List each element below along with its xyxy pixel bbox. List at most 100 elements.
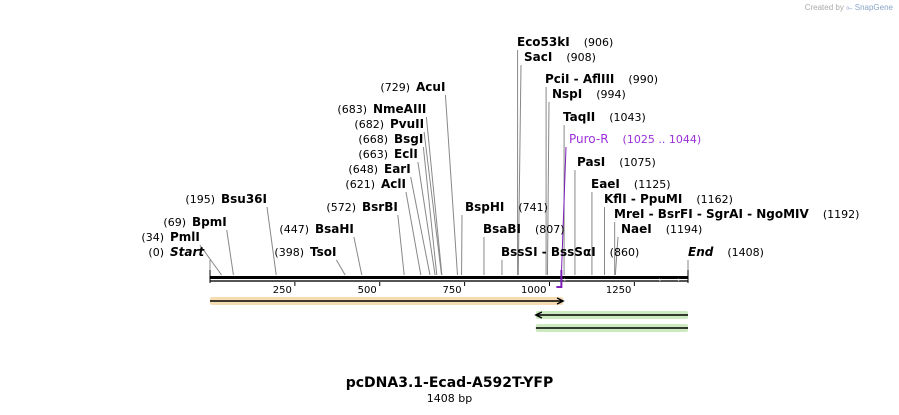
site-label: BspHI (741)	[465, 200, 548, 214]
site-position: (741)	[518, 201, 548, 214]
site-name: Eco53kI	[517, 35, 570, 49]
dna-backbone-top-strand	[210, 276, 688, 279]
site-label: PvuII(682)	[354, 117, 424, 131]
leader-line	[423, 131, 443, 276]
site-position: (908)	[566, 51, 596, 64]
strand-marker-icon: ›	[659, 276, 662, 284]
site-label: End(1408)	[688, 245, 764, 259]
dna-backbone-bottom-strand	[210, 280, 688, 282]
ruler-tick-label: 1000	[521, 285, 546, 296]
site-position: (663)	[358, 148, 388, 161]
ruler-tick-label: 250	[273, 285, 292, 296]
site-position: (447)	[279, 223, 309, 236]
site-label: EclI (663)	[358, 147, 417, 161]
site-name: AclI	[381, 177, 406, 191]
site-name: BsgI	[394, 132, 423, 146]
site-name: EclI	[394, 147, 418, 161]
snapgene-watermark: Created by ⟜ SnapGene	[805, 3, 893, 13]
leader-line	[517, 64, 522, 276]
site-position: (621)	[345, 178, 375, 191]
site-name: PasI	[577, 155, 605, 169]
strand-marker-icon: ›	[677, 276, 680, 284]
leader-line	[336, 259, 346, 276]
site-label: TaqII (1043)	[563, 110, 646, 124]
ruler-tick-label: 750	[443, 285, 462, 296]
site-label: BpmI (69)	[163, 215, 226, 229]
site-name: BsrBI	[362, 200, 398, 214]
site-position: (683)	[337, 103, 367, 116]
site-position: (398)	[274, 246, 304, 259]
site-name: PciI - AflIII	[545, 72, 614, 86]
site-position: (1408)	[727, 246, 764, 259]
site-position: (34)	[141, 231, 164, 244]
leader-line	[199, 244, 222, 276]
leader-line	[444, 94, 458, 276]
site-position: (572)	[326, 201, 356, 214]
leader-line	[397, 214, 405, 276]
site-name: TsoI	[310, 245, 336, 259]
site-name: EaeI	[591, 177, 620, 191]
leader-line	[417, 161, 436, 276]
site-name: PmlI	[170, 230, 200, 244]
site-leader-lines	[199, 50, 689, 276]
site-name: TaqII	[563, 110, 595, 124]
leader-line	[410, 176, 431, 276]
site-name: KflI - PpuMI	[604, 192, 682, 206]
site-label: PmlI (34)	[141, 230, 199, 244]
site-label: PciI - AflIII (990)	[545, 72, 658, 86]
site-position: (668)	[358, 133, 388, 146]
site-position: (195)	[185, 193, 215, 206]
leader-line	[425, 116, 443, 276]
site-name: AcuI	[416, 80, 445, 94]
plasmid-name: pcDNA3.1-Ecad-A592T-YFP	[345, 375, 554, 391]
site-name: MreI - BsrFI - SgrAI - NgoMIV	[614, 207, 810, 221]
site-position: (729)	[380, 81, 410, 94]
leader-line	[353, 236, 363, 276]
orange-arrow	[210, 297, 565, 305]
site-label: Puro-R (1025 .. 1044)	[569, 132, 701, 146]
site-position: (1025 .. 1044)	[623, 133, 702, 146]
site-name: BsaHI	[315, 222, 354, 236]
plasmid-length: 1408 bp	[426, 392, 473, 405]
site-name: EarI	[384, 162, 411, 176]
leader-line	[266, 206, 277, 276]
leader-line	[422, 146, 438, 276]
site-label: Bsu36I(195)	[185, 192, 267, 206]
site-name: BsaBI	[483, 222, 521, 236]
site-position: (1162)	[696, 193, 733, 206]
watermark-prefix: Created by	[804, 3, 844, 12]
leader-line	[560, 146, 567, 276]
site-label: BsgI (668)	[358, 132, 423, 146]
site-position: (807)	[535, 223, 565, 236]
arrowhead-right-icon	[556, 297, 565, 305]
site-label: EarI (648)	[348, 162, 410, 176]
site-position: (990)	[628, 73, 658, 86]
site-position: (906)	[584, 36, 614, 49]
site-name: BpmI	[192, 215, 227, 229]
site-label: NmeAIII(683)	[337, 102, 426, 116]
site-name: Start	[170, 245, 205, 259]
site-name: SacI	[524, 50, 552, 64]
ruler-tick-label: 500	[358, 285, 377, 296]
site-labels: Start(0)PmlI(34)BpmI(69)Bsu36I(195)TsoI(…	[141, 35, 859, 259]
site-label: AclI (621)	[345, 177, 406, 191]
green-arrow	[534, 311, 688, 319]
site-label: TsoI (398)	[274, 245, 336, 259]
site-position: (1043)	[609, 111, 646, 124]
site-name: Puro-R	[569, 132, 609, 146]
site-label: NspI(994)	[552, 87, 626, 101]
site-label: BsrBI (572)	[326, 200, 397, 214]
site-position: (1075)	[619, 156, 656, 169]
site-position: (69)	[163, 216, 186, 229]
site-name: BspHI	[465, 200, 504, 214]
site-position: (1192)	[823, 208, 860, 221]
site-label: BsaHI (447)	[279, 222, 354, 236]
site-label: KflI - PpuMI (1162)	[604, 192, 733, 206]
green-bar	[535, 324, 688, 332]
site-position: (1125)	[634, 178, 671, 191]
site-position: (648)	[348, 163, 378, 176]
site-label: Start(0)	[148, 245, 205, 259]
leader-line	[226, 229, 234, 276]
site-label: BsaBI (807)	[483, 222, 565, 236]
site-label: MreI - BsrFI - SgrAI - NgoMIV (1192)	[614, 207, 859, 221]
